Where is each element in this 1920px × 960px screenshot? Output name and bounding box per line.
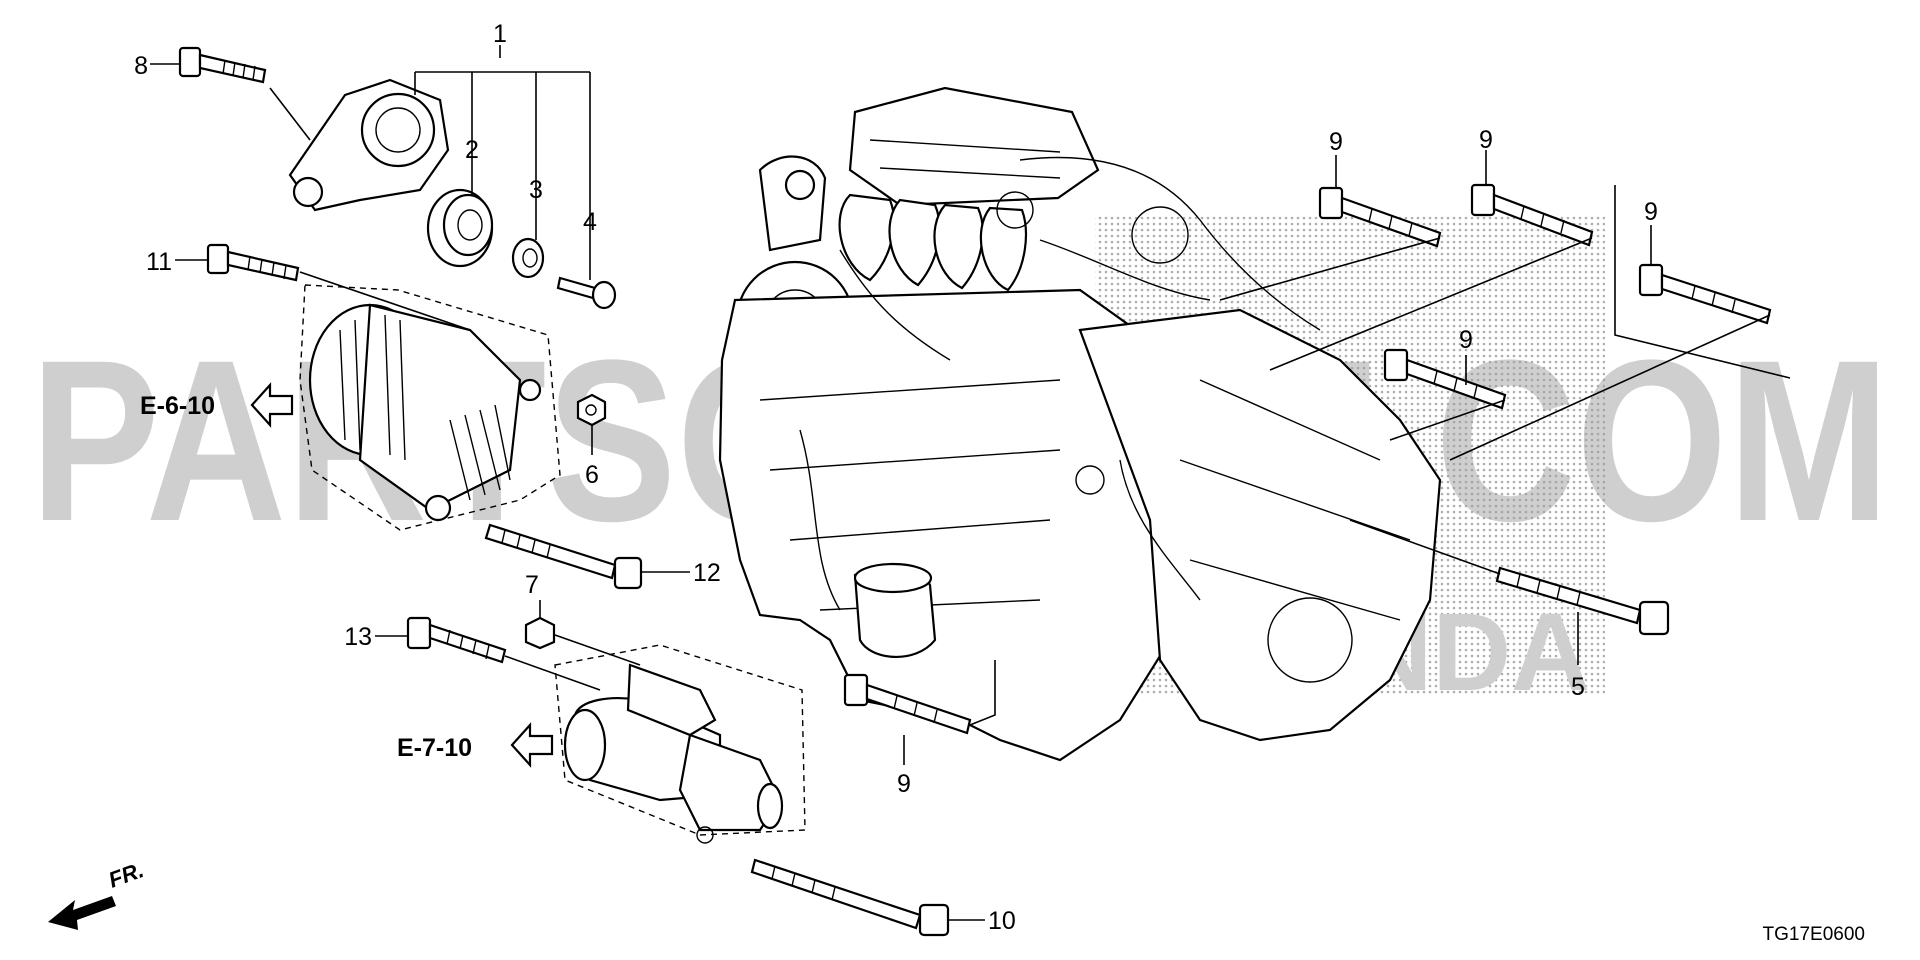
nut-7 bbox=[524, 616, 556, 650]
leader-lines bbox=[150, 45, 1791, 921]
alternator-ref-arrow bbox=[250, 382, 294, 428]
bolt-5 bbox=[1495, 566, 1670, 636]
callout-9-far-right: 9 bbox=[1644, 198, 1658, 226]
bolt-11 bbox=[206, 243, 300, 282]
callout-9-lower: 9 bbox=[897, 770, 911, 798]
callout-1: 1 bbox=[493, 20, 507, 48]
callout-6: 6 bbox=[585, 461, 599, 489]
callout-5: 5 bbox=[1571, 673, 1585, 701]
starter-reference: E-7-10 bbox=[397, 734, 472, 762]
belt-tensioner bbox=[288, 78, 450, 212]
starter-group bbox=[554, 644, 806, 844]
callout-12: 12 bbox=[693, 559, 721, 587]
bolt-9-lower bbox=[843, 673, 972, 735]
callout-9-upper-right: 9 bbox=[1479, 126, 1493, 154]
pulley-cover bbox=[511, 237, 545, 279]
callout-3: 3 bbox=[529, 176, 543, 204]
idler-pulley bbox=[426, 188, 494, 268]
nut-6 bbox=[576, 393, 607, 427]
callout-10: 10 bbox=[988, 907, 1016, 935]
callout-4: 4 bbox=[583, 208, 597, 236]
bolt-13 bbox=[406, 616, 507, 664]
callout-13: 13 bbox=[344, 623, 372, 651]
bolt-10 bbox=[750, 858, 950, 937]
bolt-8 bbox=[178, 46, 267, 84]
callout-2: 2 bbox=[465, 136, 479, 164]
callout-labels: 1 2 3 4 5 6 7 8 9 9 9 9 9 10 11 12 13 bbox=[134, 20, 1658, 935]
front-direction-arrow bbox=[48, 896, 116, 930]
bolt-12 bbox=[484, 523, 643, 590]
callout-9-upper-left: 9 bbox=[1329, 128, 1343, 156]
bolt-9-upper-right bbox=[1470, 183, 1594, 247]
alternator-group bbox=[299, 284, 561, 531]
callout-7: 7 bbox=[525, 571, 539, 599]
callout-11: 11 bbox=[146, 248, 172, 276]
starter-ref-arrow bbox=[510, 722, 554, 768]
engine-assembly bbox=[718, 86, 1442, 762]
diagram-code: TG17E0600 bbox=[1763, 924, 1865, 945]
callout-9-middle: 9 bbox=[1459, 326, 1473, 354]
bolt-9-middle bbox=[1383, 348, 1507, 410]
front-direction-label: FR. bbox=[105, 857, 147, 893]
alternator-reference: E-6-10 bbox=[140, 392, 215, 420]
bolt-9-upper-left bbox=[1318, 186, 1442, 248]
callout-8: 8 bbox=[134, 52, 148, 80]
pulley-bolt bbox=[556, 276, 617, 310]
